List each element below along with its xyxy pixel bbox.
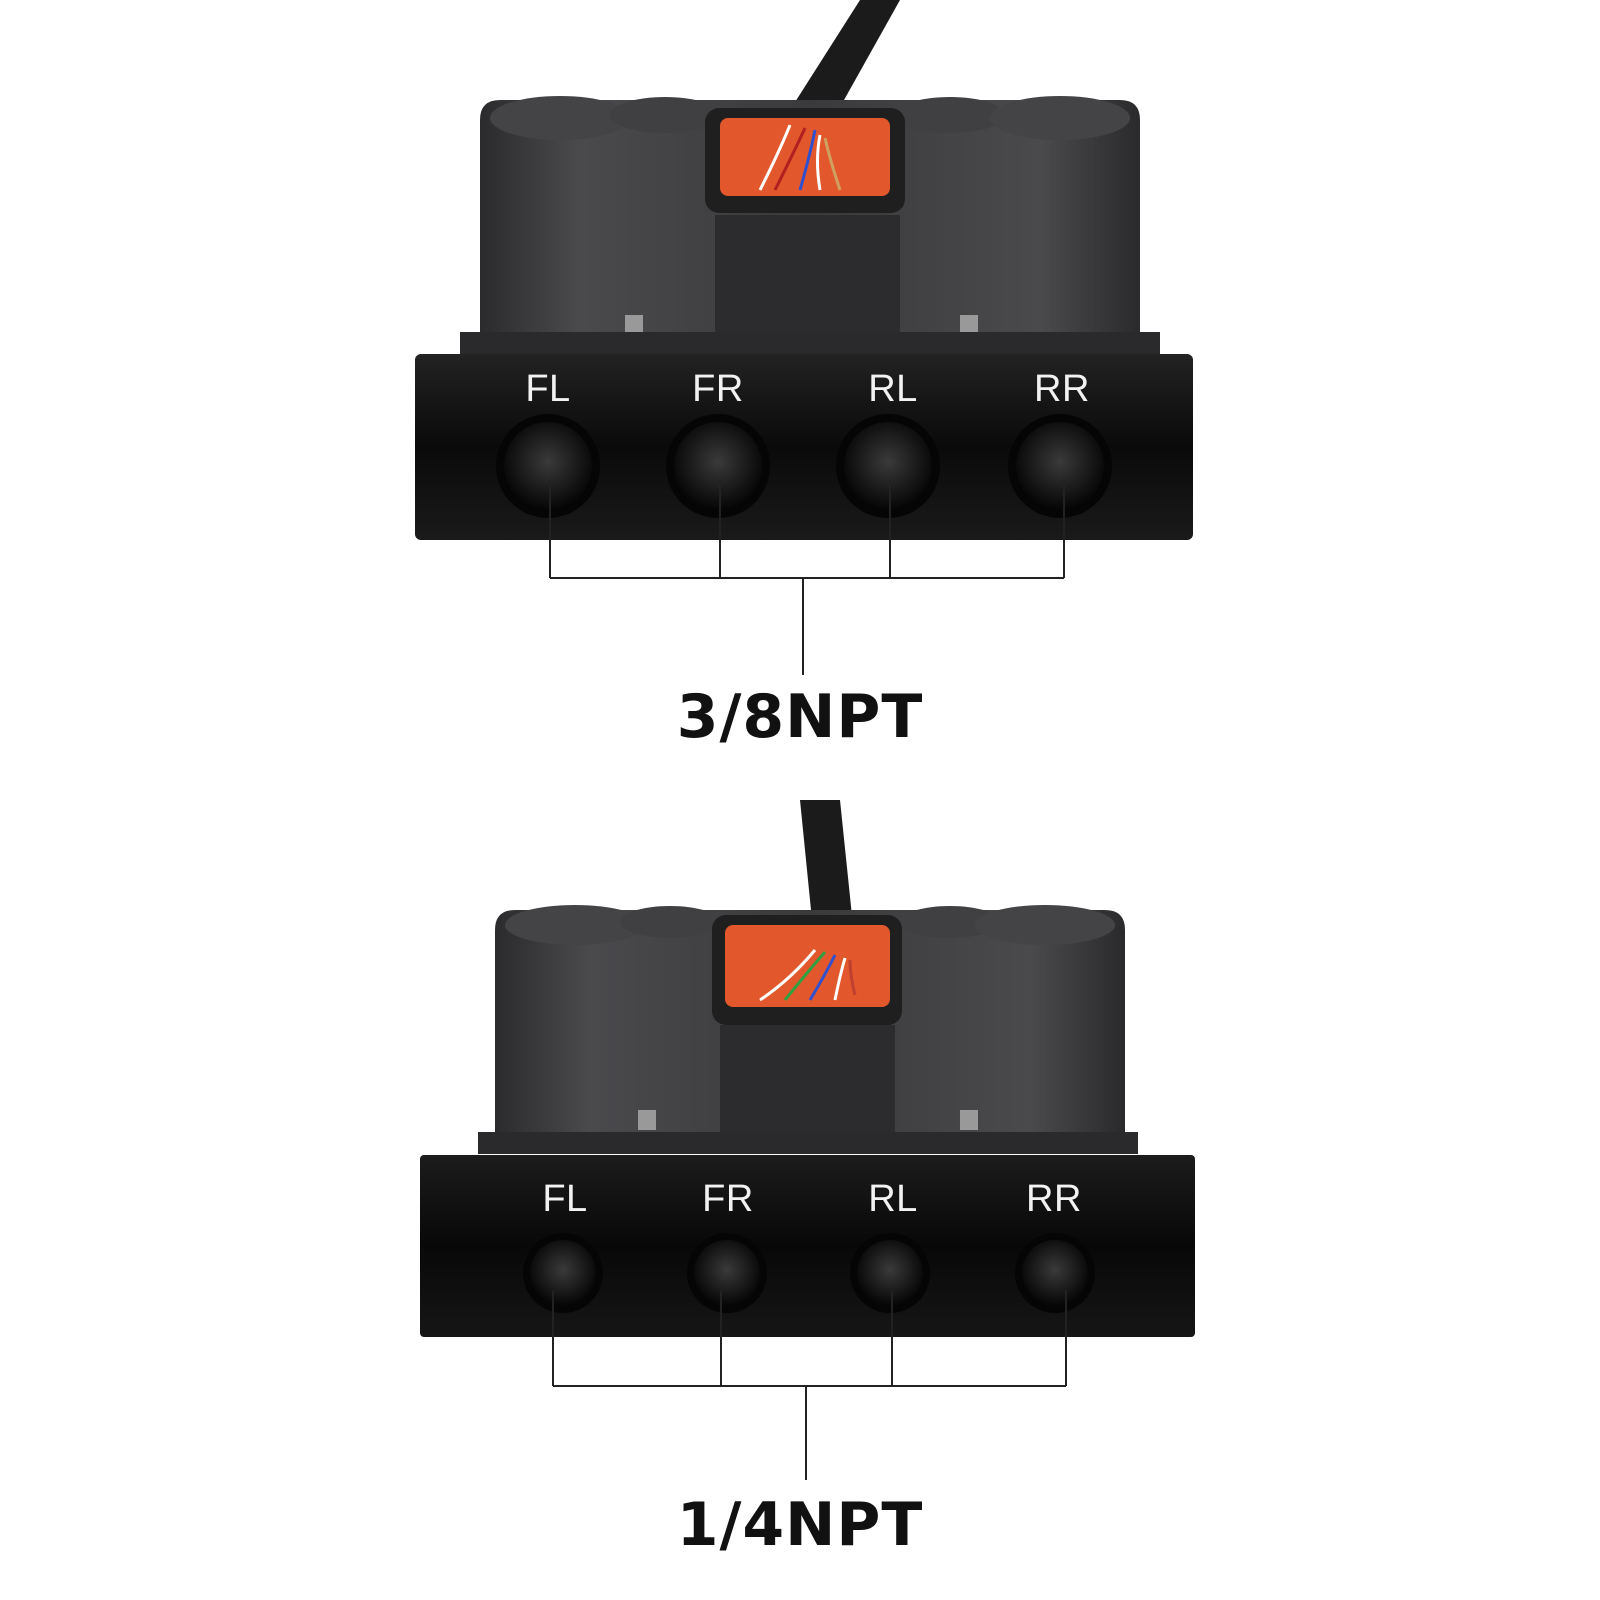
valve-product-image [420,800,1195,1480]
port-label-rr: RR [1034,368,1090,410]
thread-size-label: 1/4NPT [676,1490,924,1560]
callout-bracket [552,1290,1067,1480]
valve-unit-1-4: FL FR RL RR 1/4NPT [0,800,1600,1600]
port-label-fl: FL [542,1178,588,1220]
port-label-rl: RL [868,1178,918,1220]
port-rl [850,1233,930,1313]
port-rr [1015,1233,1095,1313]
manifold-block [420,1155,1195,1337]
port-label-fr: FR [692,368,744,410]
electrical-connector [720,118,890,196]
cable [790,0,900,125]
port-fr [687,1233,767,1313]
manifold-block [415,354,1193,540]
port-label-rr: RR [1026,1178,1082,1220]
valve-unit-3-8: FL FR RL RR 3/8NPT [415,0,1193,752]
port-rr [1008,414,1112,518]
port-fr [666,414,770,518]
port-label-fr: FR [702,1178,754,1220]
valve-product-image [415,0,1193,675]
port-label-fl: FL [525,368,571,410]
callout-bracket [549,480,1065,675]
port-fl [496,414,600,518]
port-fl [523,1233,603,1313]
thread-size-label: 3/8NPT [676,682,924,752]
port-label-rl: RL [868,368,918,410]
electrical-connector [725,925,890,1007]
port-rl [836,414,940,518]
